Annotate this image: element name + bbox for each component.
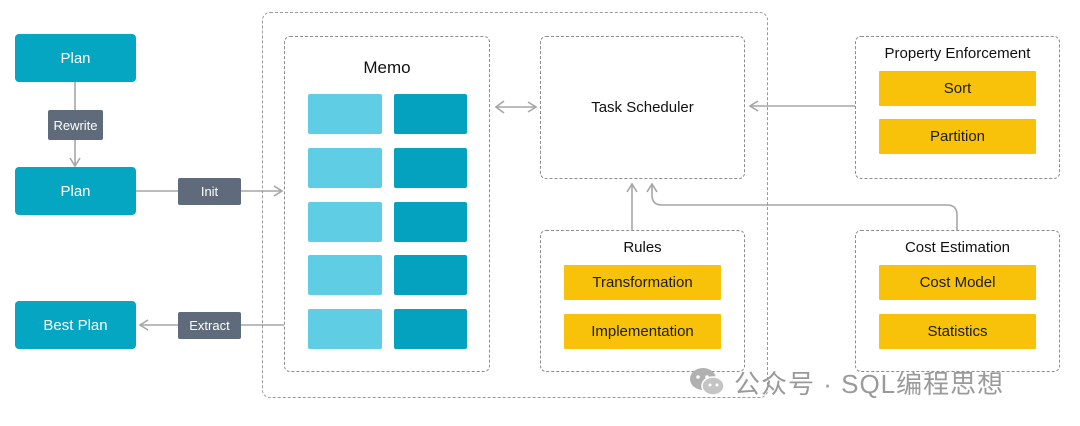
plan-node-top: Plan [15, 34, 136, 82]
plan-node-mid-label: Plan [60, 182, 91, 200]
memo-cell [394, 94, 467, 134]
rules-title: Rules [623, 239, 662, 256]
cost-scheduler-arrow [646, 182, 958, 230]
init-tag: Init [178, 178, 241, 205]
property-enforcement-title: Property Enforcement [884, 45, 1031, 62]
rewrite-tag: Rewrite [48, 110, 103, 140]
transformation-box: Transformation [564, 265, 721, 300]
task-scheduler-box: Task Scheduler [540, 36, 745, 179]
memo-cell [308, 94, 382, 134]
cost-model-box: Cost Model [879, 265, 1036, 300]
statistics-label: Statistics [927, 323, 988, 340]
rewrite-label: Rewrite [53, 117, 98, 133]
best-plan-label: Best Plan [43, 316, 108, 334]
plan-node-mid: Plan [15, 167, 136, 215]
sort-label: Sort [943, 80, 972, 97]
task-scheduler-title: Task Scheduler [591, 99, 694, 116]
memo-cell [308, 202, 382, 242]
memo-cell [308, 148, 382, 188]
cost-estimation-box [855, 230, 1060, 372]
extract-tag: Extract [178, 312, 241, 339]
cost-estimation-title: Cost Estimation [904, 239, 1011, 256]
memo-title: Memo [363, 58, 411, 77]
memo-cell [308, 255, 382, 295]
implementation-label: Implementation [591, 323, 694, 340]
wechat-icon [690, 368, 725, 396]
property-enforcement-box [855, 36, 1060, 179]
watermark-text: 公众号 · SQL编程思想 [734, 368, 1005, 399]
rules-box [540, 230, 745, 372]
extract-label: Extract [189, 318, 230, 333]
transformation-label: Transformation [592, 274, 693, 291]
plan-node-top-label: Plan [60, 49, 91, 67]
memo-cell [308, 309, 382, 349]
implementation-box: Implementation [564, 314, 721, 349]
init-label: Init [200, 184, 219, 199]
best-plan-node: Best Plan [15, 301, 136, 349]
partition-label: Partition [929, 128, 986, 145]
memo-box [284, 36, 490, 372]
memo-cell [394, 255, 467, 295]
cost-model-label: Cost Model [919, 274, 996, 291]
memo-cell [394, 202, 467, 242]
memo-cell [394, 148, 467, 188]
statistics-box: Statistics [879, 314, 1036, 349]
watermark: 公众号 · SQL编程思想 [688, 364, 1004, 400]
optimizer-container [262, 12, 768, 398]
sort-box: Sort [879, 71, 1036, 106]
partition-box: Partition [879, 119, 1036, 154]
memo-cell [394, 309, 467, 349]
